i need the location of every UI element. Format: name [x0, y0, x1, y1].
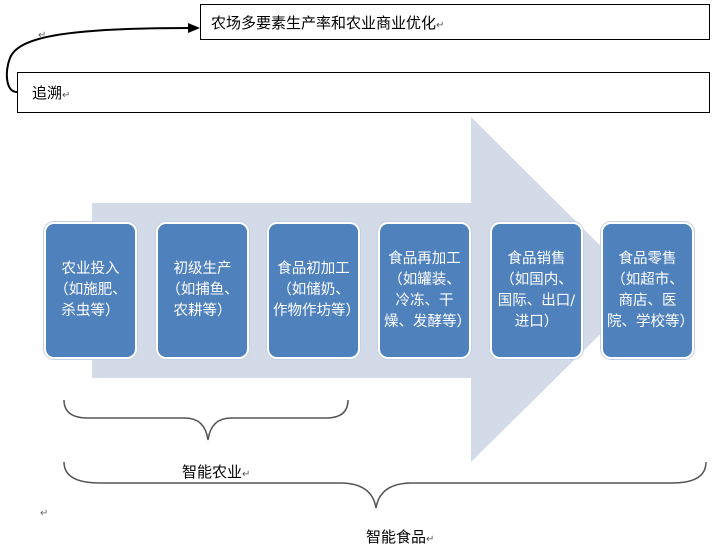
farm-productivity-box: 农场多要素生产率和农业商业优化↵	[200, 4, 710, 40]
stage-label: 食品销售（如国内、国际、出口/进口）	[497, 250, 576, 330]
return-mark: ↵	[436, 20, 445, 31]
brace-smart-food	[63, 461, 707, 509]
stage-primary-production: 初级生产（如捕鱼、农耕等）	[156, 222, 249, 359]
return-mark: ↵	[38, 30, 47, 41]
trace-connector	[5, 27, 191, 93]
smart-agriculture-label: 智能农业↵	[182, 463, 251, 481]
return-mark: ↵	[62, 90, 71, 101]
stage-label: 初级生产（如捕鱼、农耕等）	[166, 261, 239, 319]
stage-label: 农业投入（如施肥、杀虫等）	[54, 261, 127, 319]
stage-food-retail: 食品零售（如超市、商店、医院、学校等）	[601, 222, 694, 359]
traceability-text: 追溯	[32, 84, 63, 102]
stage-label: 食品再加工（如罐装、冷冻、干燥、发酵等）	[384, 250, 471, 330]
stage-reprocessing: 食品再加工（如罐装、冷冻、干燥、发酵等）	[378, 222, 471, 359]
smart-food-label: 智能食品↵	[366, 528, 435, 546]
flow-arrow	[92, 117, 645, 462]
traceability-box: 追溯↵	[17, 72, 710, 113]
brace-smart-agriculture	[63, 399, 349, 441]
stage-label: 食品初加工（如储奶、作物作坊等）	[273, 261, 360, 319]
stage-food-sales: 食品销售（如国内、国际、出口/进口）	[490, 222, 583, 359]
stage-label: 食品零售（如超市、商店、医院、学校等）	[607, 250, 694, 330]
farm-productivity-text: 农场多要素生产率和农业商业优化	[211, 14, 437, 32]
stage-agricultural-input: 农业投入（如施肥、杀虫等）	[44, 222, 137, 359]
return-mark: ↵	[40, 508, 49, 519]
connector-arrowhead	[188, 23, 200, 33]
stage-primary-processing: 食品初加工（如储奶、作物作坊等）	[267, 222, 360, 359]
